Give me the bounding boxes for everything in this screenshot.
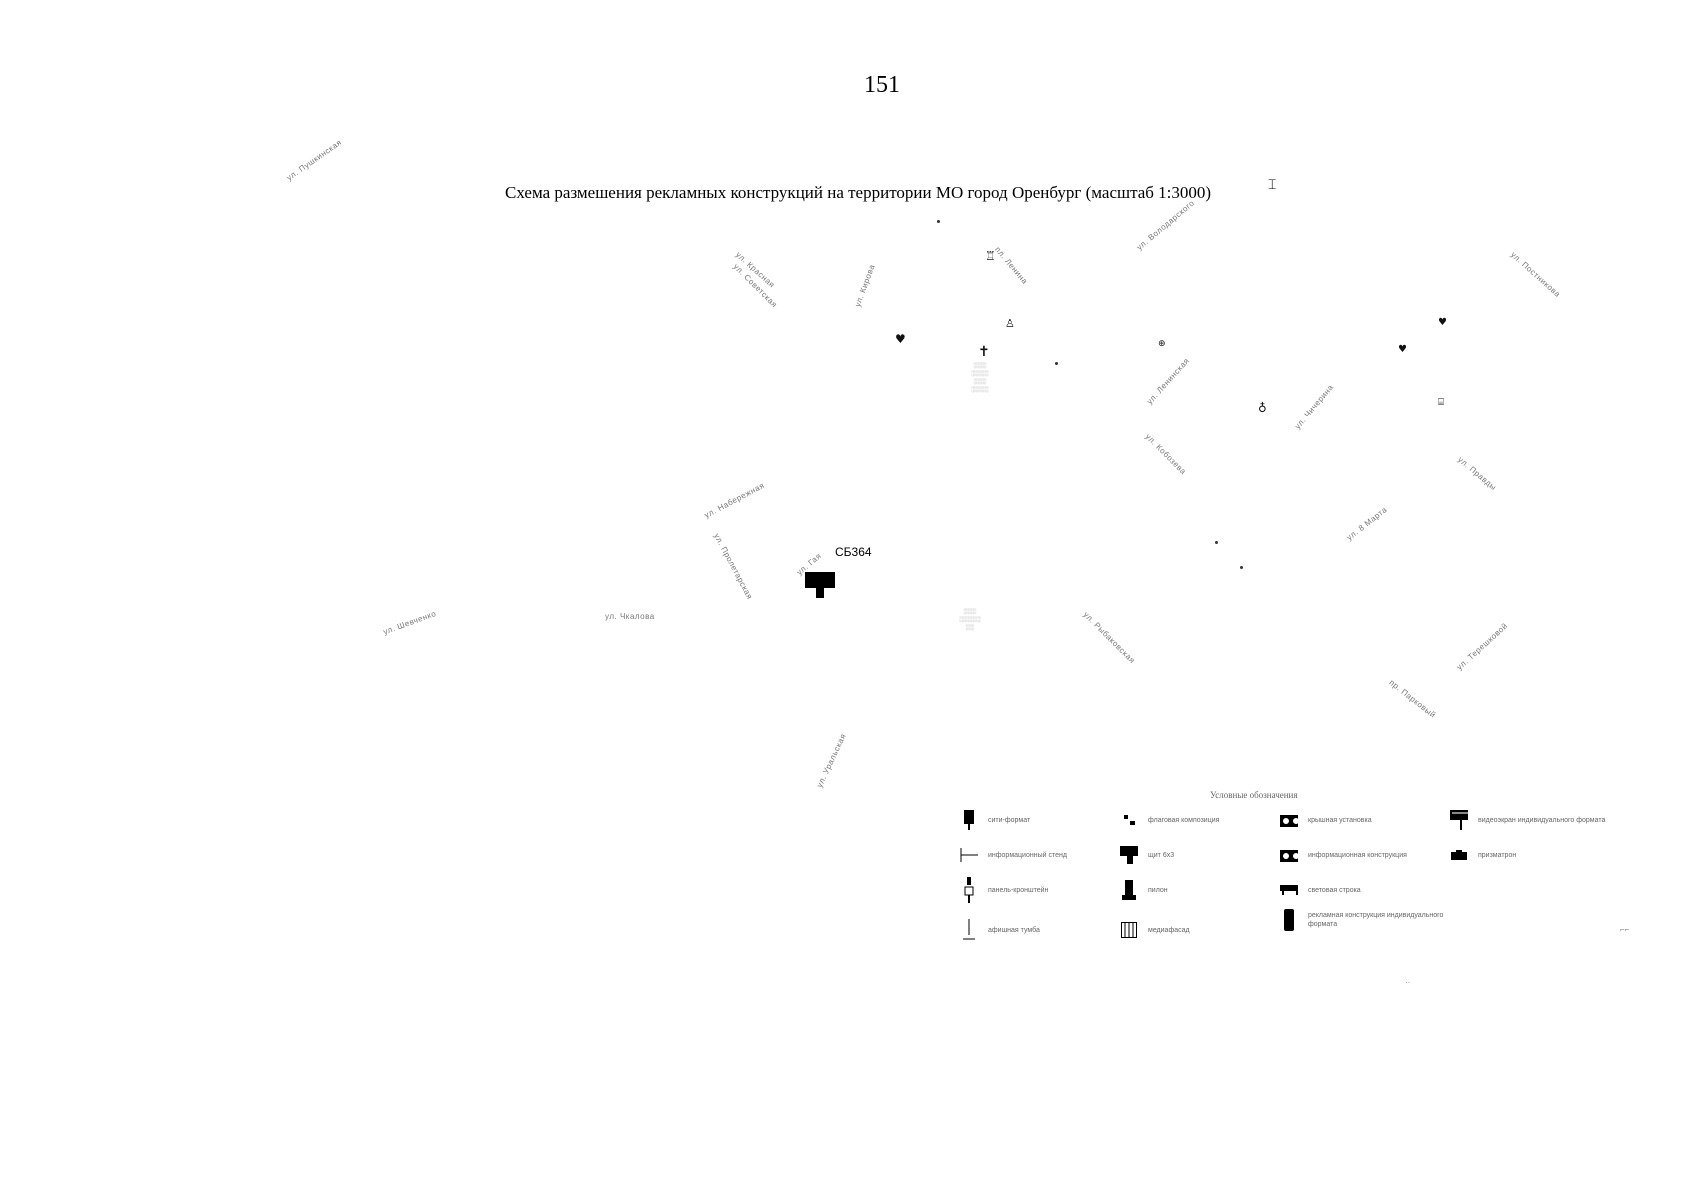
legend-item: флаговая композиция — [1120, 810, 1275, 830]
street-label: ул. Пролетарская — [712, 532, 755, 601]
street-label: ул. Набережная — [703, 480, 766, 520]
street-label: ул. Пушкинская — [285, 137, 344, 183]
legend-item: видеоэкран индивидуального формата — [1450, 810, 1620, 830]
street-label: пл. Ленина — [993, 245, 1030, 286]
street-label: ул. Постникова — [1508, 250, 1563, 300]
map-title: Схема размешения рекламных конструкций н… — [505, 183, 1212, 202]
legend-item: щит 6х3 — [1120, 845, 1275, 865]
prism-icon — [1450, 845, 1468, 865]
bank-icon: ♁ — [1258, 401, 1267, 415]
legend-item: информационный стенд — [960, 845, 1115, 865]
scale-icon: ⌶ — [1268, 178, 1277, 193]
legend-title: Условные обозначения — [1210, 790, 1298, 800]
billboard-label: СБ364 — [835, 545, 872, 559]
street-label: ул. 8 Марта — [1345, 505, 1389, 543]
poi-caption: ░░░░░░░░░░░░░░ — [971, 363, 989, 393]
billboard-icon[interactable] — [805, 572, 835, 598]
landmark-icon: ♖ — [985, 249, 996, 263]
legend-item: рекламная конструкция индивидуального фо… — [1280, 909, 1450, 931]
street-label: ул. Чкалова — [605, 612, 655, 621]
street-label: ул. Правды — [1456, 455, 1499, 493]
corner-mark: ⌐⌐ — [1620, 925, 1630, 934]
citylight-icon — [960, 810, 978, 830]
legend-item: панель-кронштейн — [960, 877, 1115, 903]
street-label: ул. Рыбаковская — [1081, 610, 1137, 666]
map-dot — [937, 220, 940, 223]
roof-icon — [1280, 810, 1298, 830]
mediafacade-icon — [1120, 920, 1138, 940]
billboard-icon — [1120, 845, 1138, 865]
legend-item: медиафасад — [1120, 920, 1275, 940]
map-legend: Условные обозначения сити-формат флагова… — [960, 780, 1620, 960]
legend-item: призматрон — [1450, 845, 1620, 865]
panel-icon — [960, 877, 978, 903]
tumba-icon — [960, 919, 978, 940]
street-label: ул. Кирова — [853, 263, 877, 309]
page-number: 151 — [864, 72, 900, 98]
info-stand-icon — [960, 845, 978, 865]
flag-icon — [1120, 810, 1138, 830]
map-dot — [1215, 541, 1218, 544]
street-label: ул. Шевченко — [382, 608, 438, 637]
shop-icon: ♥ — [1438, 317, 1447, 328]
map-dot — [1055, 362, 1058, 365]
legend-item: информационная конструкция — [1280, 845, 1435, 865]
monument-icon: ♙ — [1005, 317, 1015, 330]
roof-icon — [1280, 845, 1298, 865]
legend-item: крышная установка — [1280, 810, 1435, 830]
street-label: пр. Парковый — [1387, 678, 1438, 720]
video-screen-icon — [1450, 810, 1468, 830]
street-label: ул. Чичерина — [1293, 382, 1336, 431]
church-icon: ✝ — [978, 344, 990, 360]
street-label: ул. Кобозева — [1143, 432, 1188, 477]
street-label: ул. Ленинская — [1145, 356, 1192, 407]
street-label: ул. Терешковой — [1455, 621, 1510, 672]
light-line-icon — [1280, 880, 1298, 900]
pylon-icon — [1120, 880, 1138, 900]
corner-mark: ·· — [1405, 978, 1411, 987]
map-dot — [1240, 566, 1243, 569]
individual-icon — [1280, 909, 1298, 931]
legend-item: световая строка — [1280, 880, 1435, 900]
shop-icon: ♥ — [895, 332, 906, 346]
street-label: ул. Уральская — [815, 732, 848, 789]
cafe-icon: ♥ — [1398, 344, 1407, 355]
legend-item: афишная тумба — [960, 919, 1115, 940]
building-icon: ⌸ — [1438, 397, 1444, 408]
sign-icon: ⊕ — [1158, 339, 1166, 349]
poi-caption: ░░░░░░░░░░ — [959, 609, 981, 631]
legend-item: сити-формат — [960, 810, 1115, 830]
legend-item: пилон — [1120, 880, 1275, 900]
street-label: ул. Володарского — [1135, 198, 1197, 252]
